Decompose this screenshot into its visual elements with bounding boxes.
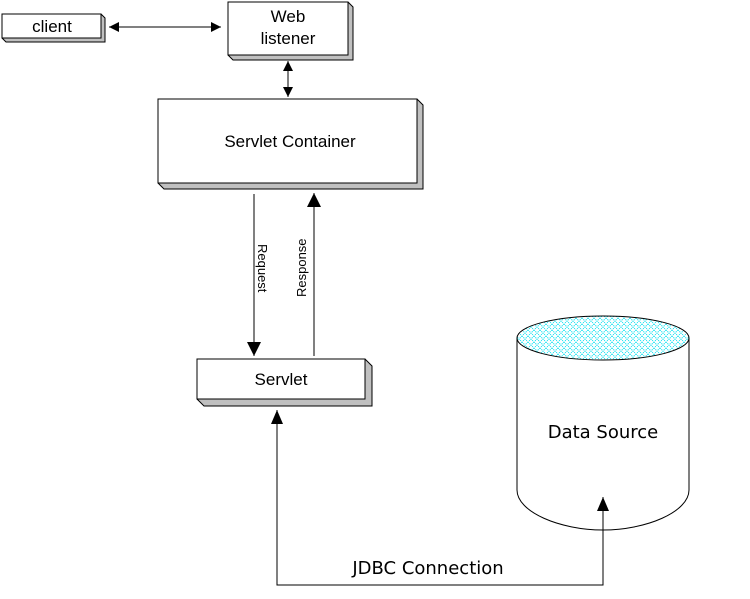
web-listener-node: Web listener xyxy=(227,1,354,61)
servlet-label: Servlet xyxy=(255,370,308,389)
response-label: Response xyxy=(294,238,309,297)
servlet-container-label: Servlet Container xyxy=(224,132,356,151)
edge-jdbc-line xyxy=(276,410,604,586)
data-source-node: Data Source xyxy=(516,315,690,531)
servlet-container-node: Servlet Container xyxy=(157,98,424,190)
cylinder-top xyxy=(516,315,690,361)
client-node: client xyxy=(1,13,106,43)
jdbc-label: JDBC Connection xyxy=(351,558,503,579)
servlet-node: Servlet xyxy=(196,358,373,407)
data-source-label: Data Source xyxy=(548,422,659,443)
jdbc-arrowhead-servlet xyxy=(271,410,283,424)
web-listener-label-line2: listener xyxy=(261,29,316,48)
jdbc-arrowhead-datasource xyxy=(597,497,609,511)
web-listener-label-line1: Web xyxy=(271,7,306,26)
request-label: Request xyxy=(255,244,270,293)
client-label: client xyxy=(32,17,72,36)
